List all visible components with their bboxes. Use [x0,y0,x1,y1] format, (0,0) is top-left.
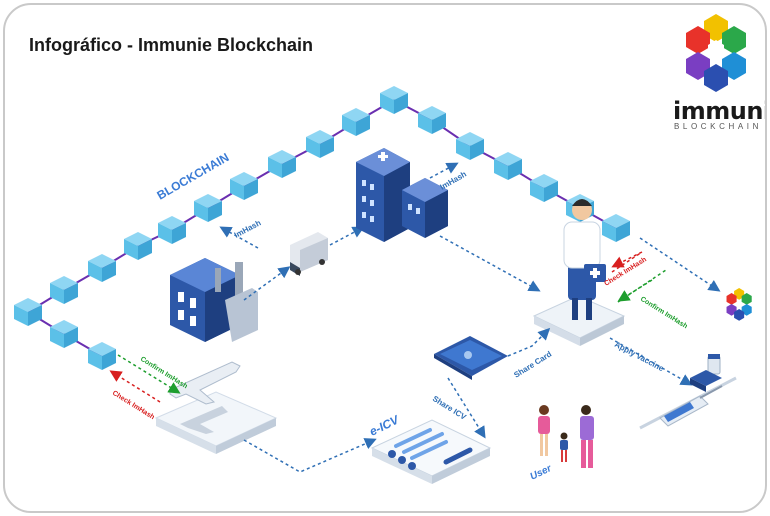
vaccine-vial-icon [690,354,722,392]
blockchain-block [494,152,522,180]
logo-subtitle: BLOCKCHAIN [674,122,763,131]
e-icv-card [370,419,492,484]
blockchain-block [88,254,116,282]
blockchain-block [418,106,446,134]
hospital-icon [356,148,448,242]
syringe-icon [639,376,737,430]
blockchain-label: BLOCKCHAIN [155,150,232,202]
small-logo-hexagon-icon [726,288,752,321]
blockchain-block [268,150,296,178]
blockchain-block [14,298,42,326]
blockchain-block [124,232,152,260]
infographic-frame: Infográfico - Immunie Blockchain immunie… [3,3,767,513]
share-icv-label: Share ICV [431,394,468,422]
apply-vaccine-label: Apply Vaccine [613,340,666,374]
blockchain-block [602,214,630,242]
page-title: Infográfico - Immunie Blockchain [29,35,314,55]
blockchain-block [158,216,186,244]
phone-icon [434,336,508,380]
airplane-platform [154,391,278,454]
blockchain-block [342,108,370,136]
imhash-factory-label: ImHash [233,218,263,240]
imhash-hospital-label: ImHash [439,169,469,191]
truck-icon [290,232,328,276]
blockchain-block [456,132,484,160]
doctor-icon [563,199,606,320]
blockchain-block [230,172,258,200]
blockchain-block [50,276,78,304]
blockchain-block [530,174,558,202]
confirm-imhash-label: Confirm ImHash [139,356,189,391]
blockchain-blocks [14,86,630,370]
blockchain-block [306,130,334,158]
factory-icon [170,258,258,342]
logo-wordmark: immunie [673,97,765,125]
user-family-icon [538,405,594,468]
share-card-label: Share Card [512,349,553,379]
user-label: User [528,463,554,483]
doctor-platform [532,295,626,346]
logo-hexagon-icon [686,14,746,92]
blockchain-block [88,342,116,370]
airplane-icon [169,361,241,405]
blockchain-block [50,320,78,348]
confirm-imhash-doctor-label: Confirm ImHash [639,296,689,331]
e-icv-label: e-ICV [367,412,402,438]
blockchain-block [194,194,222,222]
blockchain-block [380,86,408,114]
